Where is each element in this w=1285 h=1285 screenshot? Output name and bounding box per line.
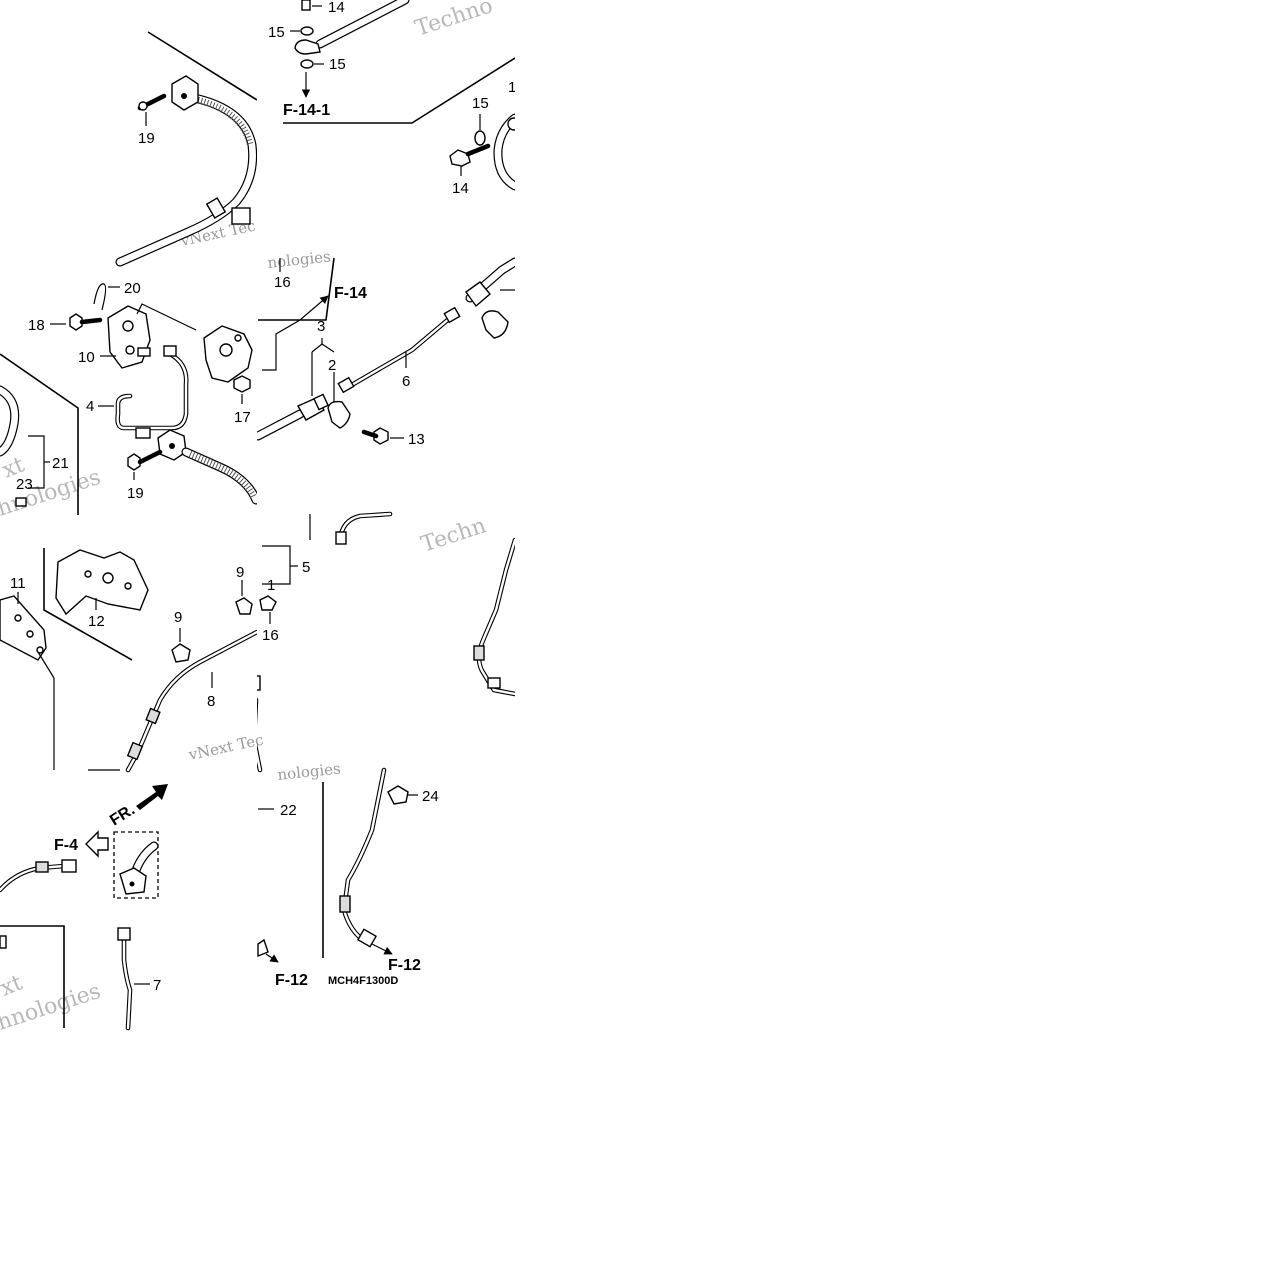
watermark-text: Techno — [412, 0, 496, 42]
callout-20: 20 — [124, 280, 141, 297]
callout-1: 1 — [267, 577, 275, 594]
callout-4: 4 — [86, 398, 94, 415]
watermark-text: xt — [0, 970, 26, 1001]
brake-pipe — [347, 315, 453, 389]
callout-16: 16 — [262, 627, 279, 644]
callout-19: 19 — [127, 485, 144, 502]
tile-row2-right: 16 F-14 3 2 6 13 — [257, 257, 515, 448]
ref-f-12: F-12 — [388, 957, 421, 974]
callout-5: 5 — [302, 559, 310, 576]
callout-13: 13 — [408, 431, 425, 448]
tile-row3-right: 5 1 16 — [257, 511, 515, 773]
hollow-arrow-icon — [85, 830, 109, 858]
tile-top-left: 19 — [115, 31, 257, 267]
callout-2: 2 — [328, 357, 336, 374]
tile-top-right: 14 15 15 F-14-1 15 1 14 — [268, 0, 516, 197]
watermark: Techno vNext Tec nologies Techn vNext Te… — [0, 0, 496, 1036]
callout-9: 9 — [174, 609, 182, 626]
hose-clip — [481, 310, 509, 339]
brake-valve-body — [107, 305, 151, 369]
tile-row3-left: 11 12 9 9 8 — [0, 548, 257, 773]
callout-8: 8 — [207, 693, 215, 710]
callout-12: 12 — [88, 613, 105, 630]
watermark-text: vNext Tec — [186, 731, 265, 765]
frame-line — [43, 548, 133, 661]
callout-14: 14 — [452, 180, 469, 197]
frame-line — [0, 925, 65, 1028]
tile-row4-left: FR. F-4 7 — [0, 784, 168, 1031]
callout-11: 11 — [10, 575, 26, 592]
callout-24: 24 — [422, 788, 439, 805]
hose-clamp — [171, 75, 199, 111]
callout-23: 23 — [16, 476, 33, 493]
ref-f-4: F-4 — [54, 837, 78, 854]
frame-line — [0, 353, 79, 515]
frame-line — [147, 31, 257, 101]
detail-box — [113, 831, 159, 899]
ref-f-14-1: F-14-1 — [283, 102, 330, 119]
callout-17: 17 — [234, 409, 251, 426]
callout-9: 9 — [236, 564, 244, 581]
ref-f-14: F-14 — [334, 285, 367, 302]
callout-3: 3 — [317, 318, 325, 335]
callout-18: 18 — [28, 317, 45, 334]
brake-pipe — [476, 537, 515, 697]
callout-10: 10 — [78, 349, 95, 366]
pipe-clip — [387, 785, 409, 805]
tile-row2-left: 20 18 10 4 5 17 — [0, 280, 265, 515]
mounting-bar — [0, 595, 47, 661]
frame-line — [258, 257, 335, 321]
callout-22: 22 — [280, 802, 297, 819]
frame-line — [283, 57, 515, 124]
callout-21: 21 — [52, 455, 69, 472]
callout-14: 14 — [328, 0, 345, 16]
callout-15: 15 — [472, 95, 489, 112]
hose-clip — [327, 400, 351, 429]
watermark-text: Techn — [418, 513, 489, 557]
callout-partial: 1 — [508, 79, 516, 96]
front-arrow-icon — [136, 784, 168, 810]
diagram-code: MCH4F1300D — [328, 975, 398, 987]
callout-7: 7 — [153, 977, 161, 994]
watermark-text: nologies — [267, 247, 332, 272]
tile-row4-right: 22 F-12 24 F-12 MCH4F1300D — [257, 767, 439, 989]
callout-6: 6 — [402, 373, 410, 390]
callout-16: 16 — [274, 274, 291, 291]
watermark-text: nologies — [277, 759, 342, 784]
callout-19: 19 — [138, 130, 155, 147]
ref-f-12: F-12 — [275, 972, 308, 989]
callout-15: 15 — [268, 24, 285, 41]
ref-fr: FR. — [107, 801, 138, 829]
bracket — [55, 549, 149, 616]
callout-15: 15 — [329, 56, 346, 73]
callout-5: 5 — [257, 336, 265, 353]
